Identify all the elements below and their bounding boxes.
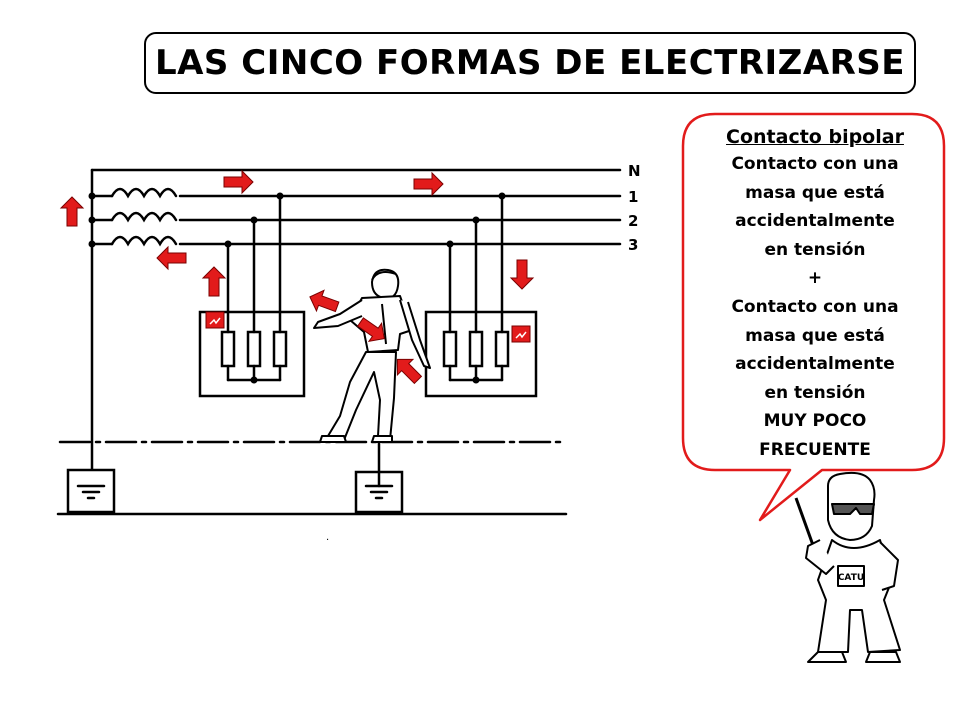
mascot-figure (794, 471, 901, 663)
bubble-line-4: en tensión (764, 239, 866, 260)
phase-label-1: 1 (628, 188, 638, 206)
bubble-line-2: masa que está (745, 182, 885, 203)
bubble-line-7: masa que está (745, 325, 885, 346)
bubble-line-11: FRECUENTE (759, 439, 871, 460)
bubble-line-5: + (807, 268, 823, 289)
speech-bubble (681, 112, 946, 522)
arrow-group (60, 170, 534, 389)
fault-mark-right (511, 325, 531, 343)
arrow-right-down (510, 259, 534, 290)
arrow-device-up (202, 266, 226, 297)
arrow-source-up (60, 196, 84, 227)
bubble-heading: Contacto bipolar (726, 126, 904, 148)
bubble-line-9: en tensión (764, 382, 866, 403)
fault-mark-left (205, 311, 225, 329)
bubble-line-3: accidentalmente (735, 211, 895, 232)
coil-2 (110, 211, 178, 223)
speech-bubble-text: Contacto bipolar Contacto con una masa q… (690, 124, 940, 465)
person-figure (313, 268, 431, 443)
arrow-line-n (413, 172, 444, 196)
phase-label-2: 2 (628, 212, 638, 230)
coil-3 (110, 235, 178, 247)
arrow-to-hand (305, 286, 342, 318)
phase-label-3: 3 (628, 236, 638, 254)
arrow-coil-3 (156, 246, 187, 270)
svg-text:.: . (326, 532, 329, 543)
page-title: LAS CINCO FORMAS DE ELECTRIZARSE (154, 43, 906, 83)
title-box: LAS CINCO FORMAS DE ELECTRIZARSE (144, 32, 916, 94)
left-device-housing (198, 310, 306, 398)
phase-label-n: N (628, 162, 641, 180)
bubble-line-8: accidentalmente (735, 354, 895, 375)
mascot-badge: CATU (838, 573, 864, 583)
bubble-line-1: Contacto con una (731, 154, 899, 174)
bubble-line-10: MUY POCO (763, 411, 867, 432)
arrow-line1 (223, 170, 254, 194)
bubble-line-6: Contacto con una (731, 296, 899, 317)
coil-1 (110, 187, 178, 199)
